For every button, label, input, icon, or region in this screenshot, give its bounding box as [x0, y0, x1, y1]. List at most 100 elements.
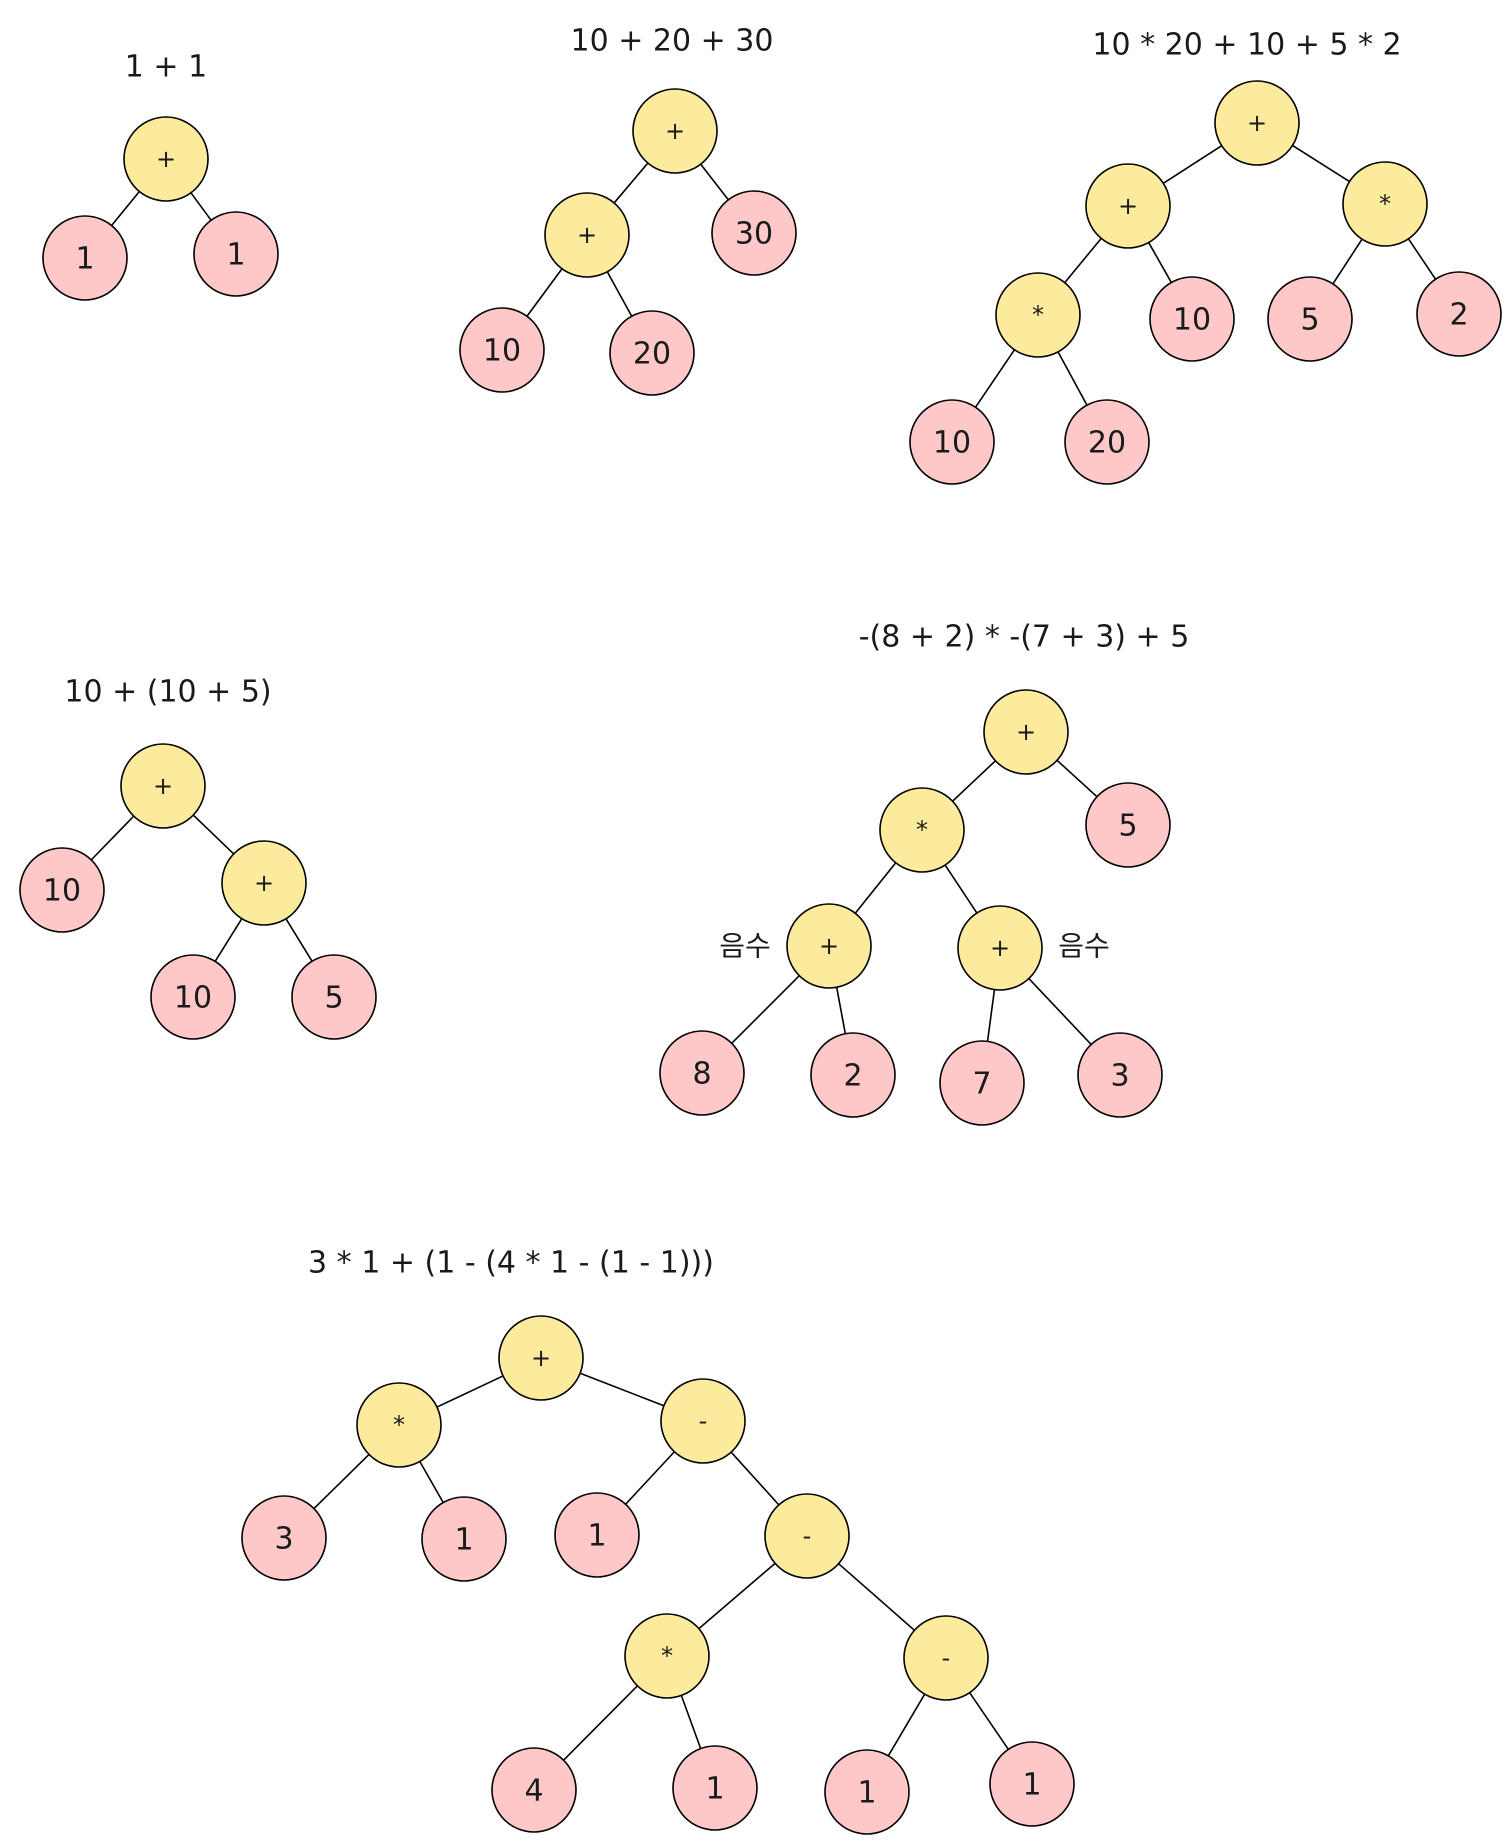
node-label: * — [1032, 301, 1044, 329]
operand-circle — [1416, 271, 1502, 357]
node-label: + — [1247, 109, 1267, 137]
operator-node: + — [983, 689, 1069, 775]
tree-edge — [952, 760, 996, 802]
tree-title: 10 + 20 + 30 — [571, 24, 774, 59]
operand-circle — [291, 954, 377, 1040]
tree-edge — [563, 1685, 638, 1761]
tree-edge — [700, 163, 729, 201]
tree-title: 1 + 1 — [125, 50, 207, 85]
operand-node: 10 — [150, 954, 236, 1040]
tree-edge — [606, 271, 633, 317]
operator-node: + — [498, 1315, 584, 1401]
operand-node: 5 — [1085, 782, 1171, 868]
operand-circle — [711, 190, 797, 276]
node-label: 5 — [1118, 809, 1137, 844]
tree-edge — [835, 987, 847, 1034]
operand-node: 10 — [909, 399, 995, 485]
operand-circle — [491, 1747, 577, 1833]
operand-circle — [939, 1040, 1025, 1126]
tree-edge — [526, 268, 563, 317]
node-label: + — [156, 145, 176, 173]
operator-node: * — [879, 787, 965, 873]
node-label: + — [990, 934, 1010, 962]
node-label: 1 — [226, 238, 245, 273]
node-label: * — [1379, 190, 1391, 218]
operand-circle — [554, 1492, 640, 1578]
node-label: + — [577, 221, 597, 249]
tree-edge — [1292, 144, 1350, 183]
node-label: + — [153, 772, 173, 800]
node-label: 10 — [174, 981, 212, 1016]
tree-edge — [110, 190, 141, 227]
operand-circle — [1085, 782, 1171, 868]
operand-circle — [659, 1030, 745, 1116]
node-label: + — [819, 932, 839, 960]
operator-node: + — [957, 905, 1043, 991]
operator-node: - — [903, 1615, 989, 1701]
operand-node: 3 — [1077, 1032, 1163, 1118]
node-label: * — [661, 1642, 673, 1670]
tree-edge — [285, 918, 313, 962]
operand-circle — [1077, 1032, 1163, 1118]
operand-circle — [824, 1749, 910, 1835]
operator-circle — [498, 1315, 584, 1401]
tree-edge — [974, 349, 1016, 408]
operator-node: - — [764, 1493, 850, 1579]
operator-circle — [544, 192, 630, 278]
operand-node: 1 — [989, 1741, 1075, 1827]
operator-circle — [120, 743, 206, 829]
node-label: 10 — [43, 874, 81, 909]
tree-edge — [698, 1562, 776, 1630]
operand-circle — [989, 1741, 1075, 1827]
operand-circle — [1149, 276, 1235, 362]
operator-circle — [786, 903, 872, 989]
node-label: + — [665, 117, 685, 145]
operator-node: + — [120, 743, 206, 829]
tree-edge — [969, 1692, 1009, 1750]
operand-node: 1 — [672, 1745, 758, 1831]
node-label: 30 — [735, 217, 773, 252]
node-label: 1 — [454, 1523, 473, 1558]
operand-node: 5 — [1267, 276, 1353, 362]
operator-node: + — [786, 903, 872, 989]
tree-edge — [1057, 351, 1088, 406]
operator-node: * — [624, 1613, 710, 1699]
operand-node: 10 — [459, 307, 545, 393]
node-label: 10 — [483, 334, 521, 369]
operator-node: * — [1342, 161, 1428, 247]
tree-title: -(8 + 2) * -(7 + 3) + 5 — [859, 620, 1190, 655]
node-label: 5 — [1300, 303, 1319, 338]
operator-node: + — [1214, 80, 1300, 166]
tree-edge — [1056, 759, 1098, 798]
tree-edge — [192, 814, 235, 855]
tree-edge — [986, 989, 996, 1042]
node-label: 10 — [933, 426, 971, 461]
operand-circle — [609, 310, 695, 396]
operand-node: 20 — [609, 310, 695, 396]
operator-circle — [903, 1615, 989, 1701]
node-label: 2 — [1449, 298, 1468, 333]
operand-circle — [1064, 399, 1150, 485]
operator-circle — [995, 272, 1081, 358]
tree-edge — [1332, 238, 1363, 285]
operand-node: 1 — [193, 211, 279, 297]
tree-edge — [730, 1451, 780, 1506]
operator-circle — [1342, 161, 1428, 247]
operand-circle — [459, 307, 545, 393]
operator-circle — [879, 787, 965, 873]
node-label: + — [1118, 192, 1138, 220]
operator-circle — [983, 689, 1069, 775]
node-label: 1 — [857, 1776, 876, 1811]
tree-title: 3 * 1 + (1 - (4 * 1 - (1 - 1))) — [308, 1246, 714, 1281]
tree-edge — [1064, 237, 1102, 284]
node-label: * — [393, 1411, 405, 1439]
operator-circle — [624, 1613, 710, 1699]
node-label: + — [1016, 718, 1036, 746]
tree-title: 10 + (10 + 5) — [64, 675, 271, 710]
operator-node: + — [1085, 163, 1171, 249]
tree-edge — [625, 1451, 675, 1505]
node-label: + — [531, 1344, 551, 1372]
